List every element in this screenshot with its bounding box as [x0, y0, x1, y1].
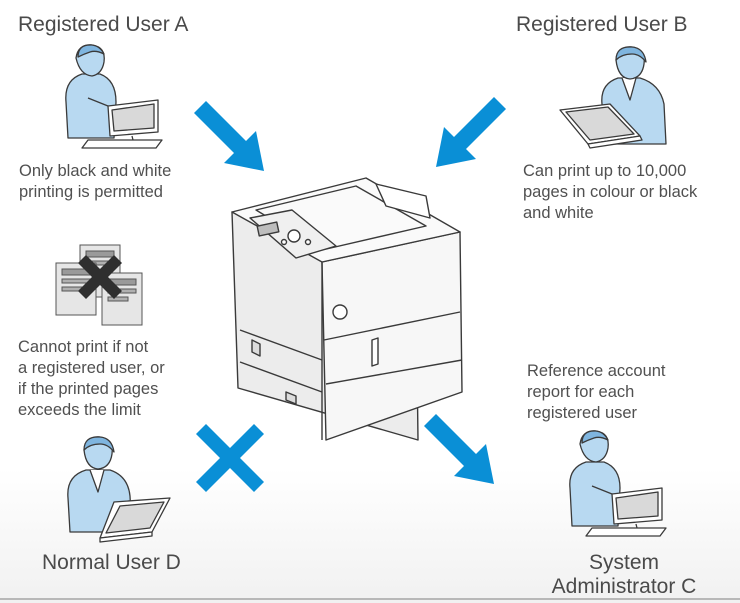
- rejected-description-line: Cannot print if not: [18, 338, 149, 356]
- arrow-user-b-to-printer: [430, 93, 510, 173]
- bottom-divider: [0, 598, 740, 600]
- admin-person-icon: [556, 428, 676, 540]
- user-b-person-icon: [556, 40, 676, 158]
- rejected-description: Cannot print if not a registered user, o…: [18, 337, 165, 421]
- admin-title: System Administrator C: [526, 551, 722, 599]
- rejected-description-line: if the printed pages: [18, 380, 159, 398]
- arrow-printer-to-admin: [420, 410, 500, 490]
- printer-icon: [226, 170, 466, 446]
- admin-description-line: report for each: [527, 383, 635, 401]
- user-a-description-line: printing is permitted: [19, 183, 163, 201]
- admin-title-line: Administrator C: [551, 575, 697, 598]
- user-d-title: Normal User D: [42, 551, 181, 574]
- arrow-user-a-to-printer: [190, 97, 270, 177]
- rejected-description-line: a registered user, or: [18, 359, 165, 377]
- user-a-person-icon: [52, 40, 172, 155]
- user-b-description-line: pages in colour or black: [523, 183, 698, 201]
- rejected-description-line: exceeds the limit: [18, 401, 141, 419]
- user-b-description-line: and white: [523, 204, 594, 222]
- user-b-title: Registered User B: [516, 13, 688, 36]
- admin-title-line: System: [588, 551, 659, 574]
- user-b-description: Can print up to 10,000 pages in colour o…: [523, 161, 697, 224]
- user-b-description-line: Can print up to 10,000: [523, 162, 687, 180]
- user-d-person-icon: [60, 428, 184, 548]
- admin-description-line: Reference account: [527, 362, 666, 380]
- user-a-description-line: Only black and white: [19, 162, 172, 180]
- user-a-title: Registered User A: [18, 13, 189, 36]
- x-mark-icon: [192, 420, 268, 496]
- admin-description: Reference account report for each regist…: [527, 361, 666, 424]
- admin-description-line: registered user: [527, 404, 638, 422]
- user-a-description: Only black and white printing is permitt…: [19, 161, 171, 203]
- crossed-out-documents-icon: [54, 243, 146, 327]
